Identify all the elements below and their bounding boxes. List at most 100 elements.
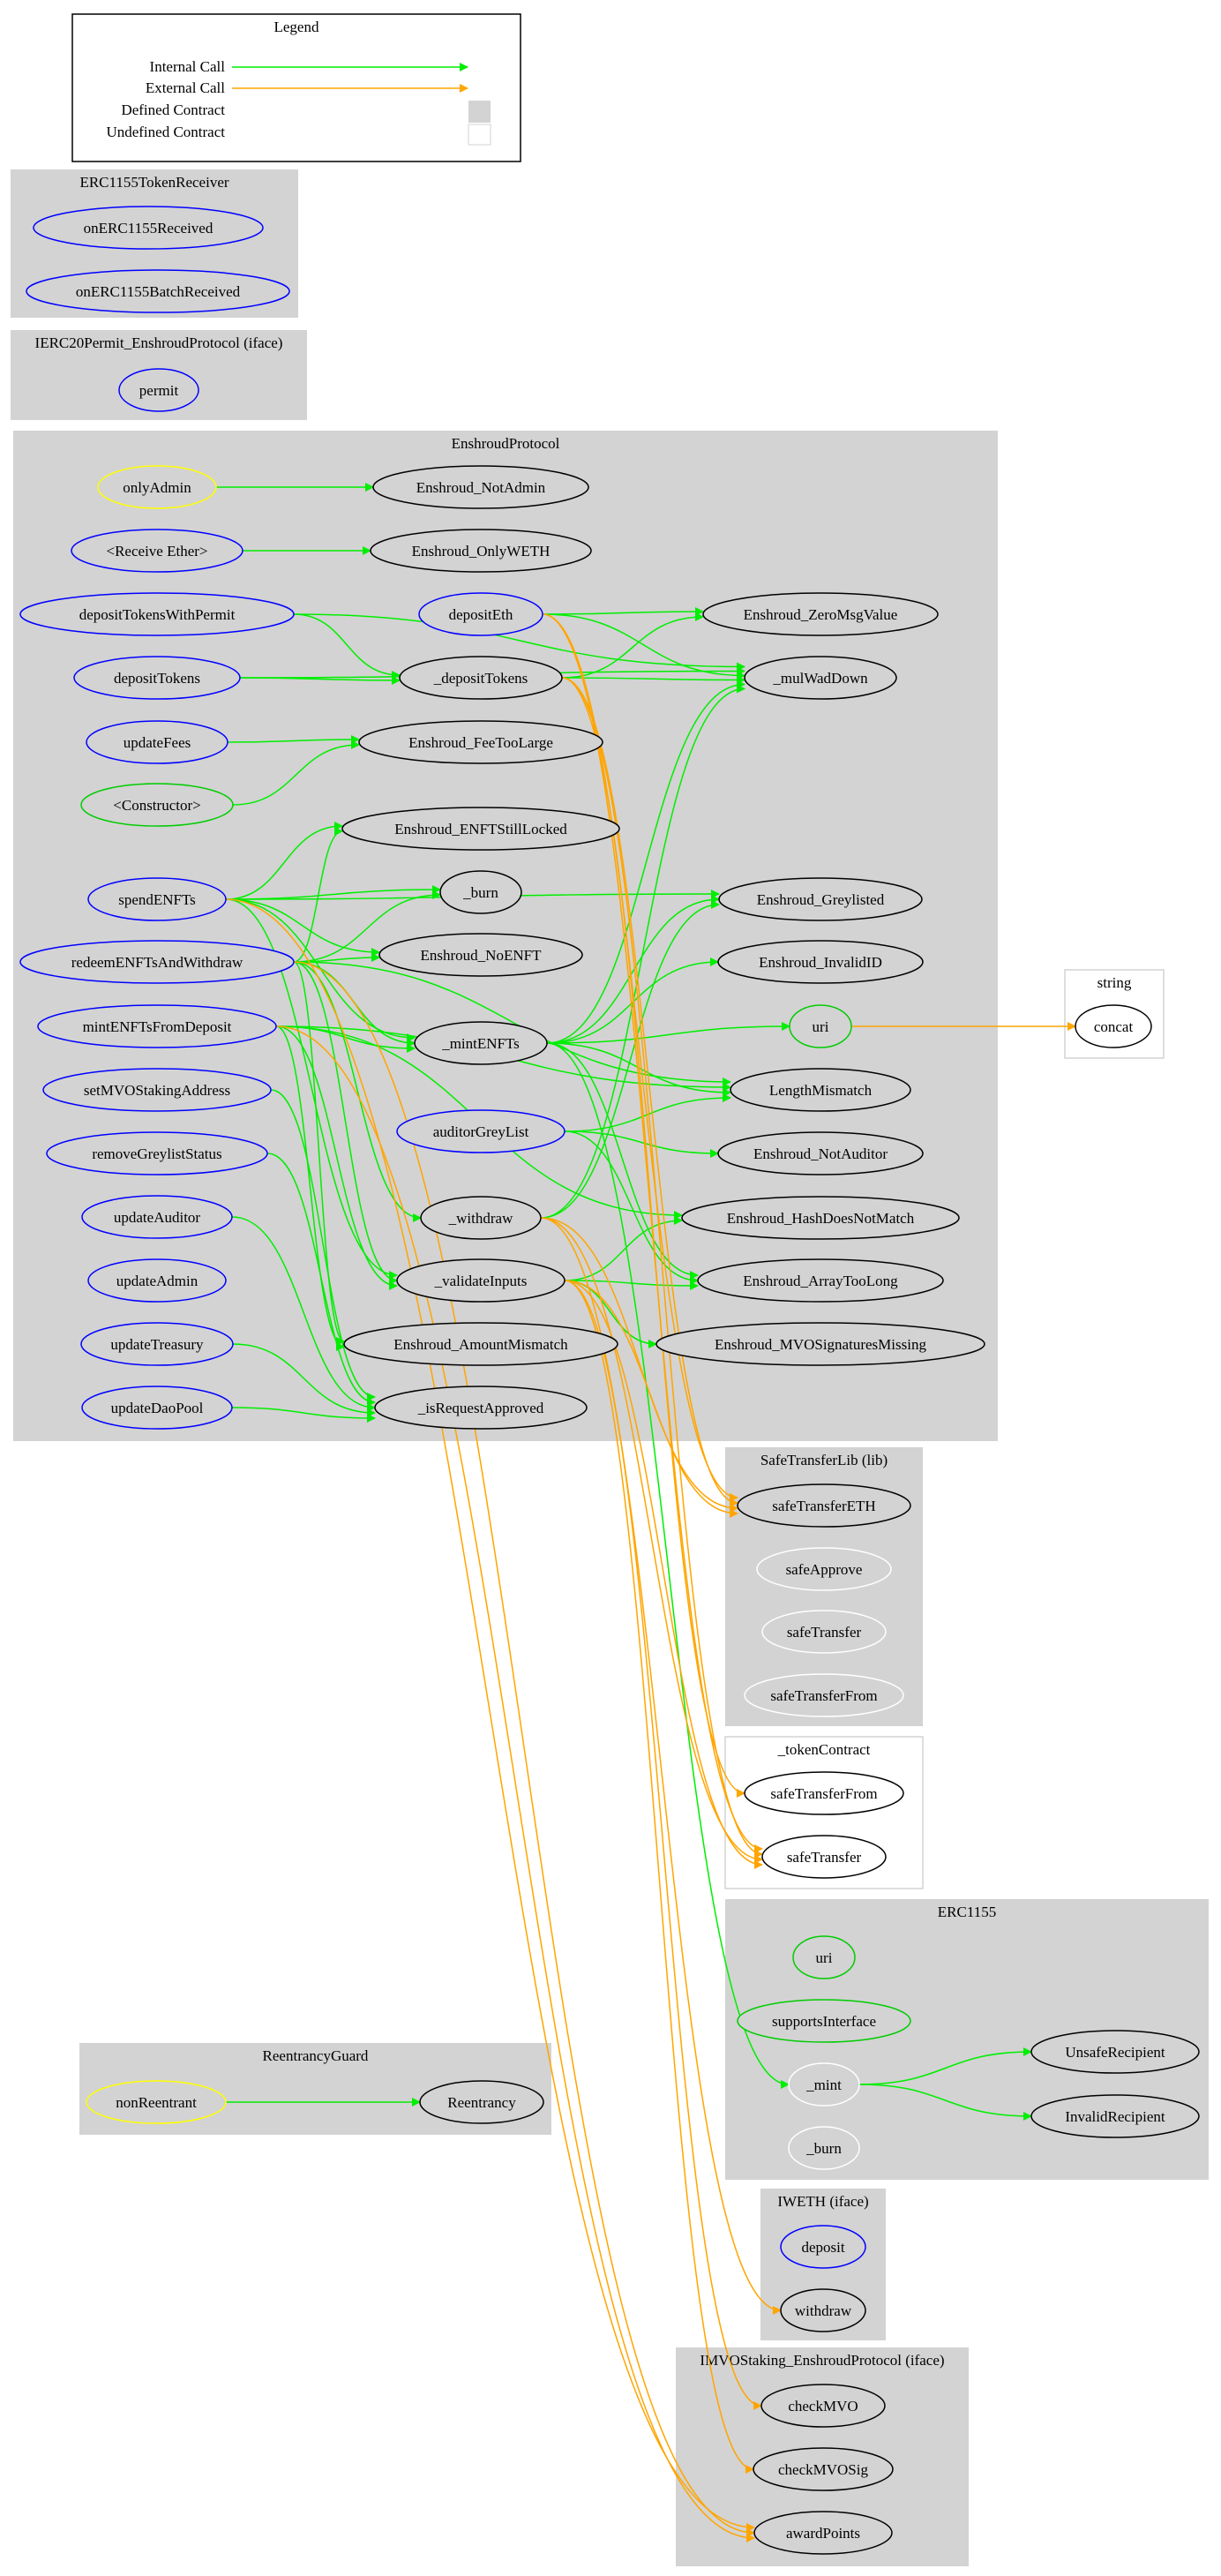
node-_withdraw[interactable]: _withdraw (420, 1196, 542, 1240)
node-supportsInterface[interactable]: supportsInterface (737, 1999, 911, 2043)
node-spendENFTs[interactable]: spendENFTs (87, 877, 227, 921)
node-E_NotAdmin[interactable]: Enshroud_NotAdmin (372, 465, 589, 509)
edge-redeemENFTsAndWithdraw-to-LengthMismatch (293, 961, 731, 1086)
node-safeTransferFromL[interactable]: safeTransferFrom (744, 1673, 904, 1717)
node-uriE[interactable]: uri (789, 1004, 852, 1048)
node-setMVOStakingAddress[interactable]: setMVOStakingAddress (42, 1068, 272, 1112)
edge-redeemENFTsAndWithdraw-to-awardPoints (293, 961, 755, 2537)
node-mintENFTsFromDeposit[interactable]: mintENFTsFromDeposit (37, 1004, 277, 1048)
node-label: Enshroud_OnlyWETH (412, 543, 551, 560)
node-label: LengthMismatch (769, 1082, 873, 1099)
node-Reentrancy[interactable]: Reentrancy (419, 2080, 544, 2124)
node-tc_safeTransfer[interactable]: safeTransfer (761, 1835, 887, 1879)
node-label: _mint (805, 2077, 842, 2093)
node-E_FeeTooLarge[interactable]: Enshroud_FeeTooLarge (358, 720, 603, 764)
node-label: onERC1155BatchReceived (76, 283, 241, 300)
node-onERC1155BatchReceived[interactable]: onERC1155BatchReceived (26, 269, 290, 313)
node-removeGreylistStatus[interactable]: removeGreylistStatus (46, 1131, 268, 1175)
edge-mintENFTsFromDeposit-to-awardPoints (275, 1025, 755, 2542)
edge-_mint-to-UnsafeRecipient (858, 2047, 1032, 2085)
node-updateAuditor[interactable]: updateAuditor (81, 1195, 233, 1239)
node-label: Enshroud_MVOSignaturesMissing (715, 1336, 926, 1353)
node-updateAdmin[interactable]: updateAdmin (87, 1258, 227, 1303)
node-depositEth[interactable]: depositEth (418, 592, 543, 636)
node-label: nonReentrant (116, 2094, 197, 2111)
node-E_Greylisted[interactable]: Enshroud_Greylisted (718, 877, 923, 921)
node-receiveEther[interactable]: <Receive Ether> (71, 529, 243, 573)
node-concat[interactable]: concat (1075, 1004, 1152, 1048)
node-permit[interactable]: permit (118, 368, 199, 412)
node-awardPoints[interactable]: awardPoints (753, 2511, 893, 2555)
node-E_ENFTStillLocked[interactable]: Enshroud_ENFTStillLocked (341, 807, 620, 851)
node-checkMVOSig[interactable]: checkMVOSig (753, 2447, 894, 2491)
node-uri1155[interactable]: uri (792, 1935, 856, 1979)
node-E_NotAuditor[interactable]: Enshroud_NotAuditor (717, 1131, 924, 1175)
node-label: safeTransferETH (772, 1498, 875, 1514)
edge-_mintENFTs-to-_mulWadDown (546, 680, 745, 1044)
node-safeApprove[interactable]: safeApprove (756, 1547, 892, 1591)
edge-_mintENFTs-to-E_ArrayTooLong (546, 1042, 699, 1280)
node-E_NoENFT[interactable]: Enshroud_NoENFT (378, 933, 583, 977)
edge-auditorGreyList-to-LengthMismatch (564, 1093, 731, 1132)
node-E_InvalidID[interactable]: Enshroud_InvalidID (717, 940, 924, 984)
legend-undefined-swatch (468, 124, 491, 146)
edge-_depositTokens-to-safeTransferETH (561, 677, 738, 1507)
node-depositTokensWithPermit[interactable]: depositTokensWithPermit (19, 592, 295, 636)
edge-auditorGreyList-to-E_ArrayTooLong (564, 1130, 699, 1285)
edge-_validateInputs-to-E_ArrayTooLong (564, 1280, 699, 1290)
node-_burn1155[interactable]: _burn (788, 2126, 860, 2170)
node-_mulWadDown[interactable]: _mulWadDown (744, 656, 897, 700)
node-label: checkMVO (788, 2398, 858, 2415)
node-updateTreasury[interactable]: updateTreasury (80, 1322, 234, 1366)
node-label: Enshroud_Greylisted (757, 891, 885, 908)
node-E_ArrayTooLong[interactable]: Enshroud_ArrayTooLong (697, 1258, 944, 1303)
node-depositTokens[interactable]: depositTokens (73, 656, 241, 700)
node-onlyAdmin[interactable]: onlyAdmin (97, 465, 217, 509)
edge-_mint-to-InvalidRecipient (858, 2084, 1032, 2121)
node-constructor[interactable]: <Constructor> (80, 783, 234, 827)
node-label: <Receive Ether> (107, 543, 208, 560)
node-E_MVOSigMissing[interactable]: Enshroud_MVOSignaturesMissing (655, 1322, 985, 1366)
node-label: onERC1155Received (84, 220, 213, 237)
node-onERC1155Received[interactable]: onERC1155Received (33, 206, 264, 250)
node-label: <Constructor> (113, 797, 200, 814)
legend-title: Legend (274, 19, 319, 35)
edge-_depositTokens-to-E_ZeroMsgValue (561, 612, 704, 679)
cluster-label: IMVOStaking_EnshroudProtocol (iface) (700, 2352, 944, 2369)
node-LengthMismatch[interactable]: LengthMismatch (730, 1068, 911, 1112)
node-tc_safeTransferFrom[interactable]: safeTransferFrom (744, 1771, 904, 1815)
node-_burn[interactable]: _burn (439, 870, 522, 914)
node-auditorGreyList[interactable]: auditorGreyList (396, 1109, 566, 1153)
edge-depositTokensWithPermit-to-_mulWadDown (293, 613, 745, 672)
node-_validateInputs[interactable]: _validateInputs (396, 1258, 566, 1303)
node-nonReentrant[interactable]: nonReentrant (86, 2080, 227, 2124)
node-iweth_withdraw[interactable]: withdraw (780, 2288, 866, 2332)
node-InvalidRecipient[interactable]: InvalidRecipient (1030, 2094, 1200, 2138)
node-redeemENFTsAndWithdraw[interactable]: redeemENFTsAndWithdraw (19, 940, 295, 984)
node-_mintENFTs[interactable]: _mintENFTs (414, 1021, 548, 1065)
node-label: Enshroud_AmountMismatch (393, 1336, 568, 1353)
node-UnsafeRecipient[interactable]: UnsafeRecipient (1030, 2030, 1200, 2074)
node-E_AmountMismatch[interactable]: Enshroud_AmountMismatch (343, 1322, 618, 1366)
node-iweth_deposit[interactable]: deposit (780, 2225, 866, 2269)
node-_mint[interactable]: _mint (788, 2062, 860, 2107)
edge-depositTokensWithPermit-to-_depositTokens (293, 613, 401, 680)
node-_depositTokens[interactable]: _depositTokens (399, 656, 563, 700)
node-E_HashDoesNotMatch[interactable]: Enshroud_HashDoesNotMatch (681, 1196, 960, 1240)
edge-mintENFTsFromDeposit-to-_validateInputs (275, 1025, 398, 1290)
node-E_ZeroMsgValue[interactable]: Enshroud_ZeroMsgValue (702, 592, 939, 636)
node-_isRequestApproved[interactable]: _isRequestApproved (374, 1386, 588, 1430)
node-updateDaoPool[interactable]: updateDaoPool (81, 1386, 233, 1430)
node-label: _mintENFTs (441, 1035, 520, 1052)
node-updateFees[interactable]: updateFees (86, 720, 228, 764)
node-label: safeApprove (786, 1561, 863, 1578)
node-label: InvalidRecipient (1065, 2108, 1165, 2125)
edge-spendENFTs-to-E_NoENFT (225, 898, 380, 957)
node-E_OnlyWETH[interactable]: Enshroud_OnlyWETH (370, 529, 592, 573)
edge-redeemENFTsAndWithdraw-to-E_AmountMismatch (293, 961, 345, 1346)
node-label: mintENFTsFromDeposit (83, 1018, 232, 1035)
node-checkMVO[interactable]: checkMVO (760, 2384, 886, 2428)
node-safeTransferL[interactable]: safeTransfer (761, 1610, 887, 1654)
node-safeTransferETH[interactable]: safeTransferETH (737, 1483, 911, 1528)
